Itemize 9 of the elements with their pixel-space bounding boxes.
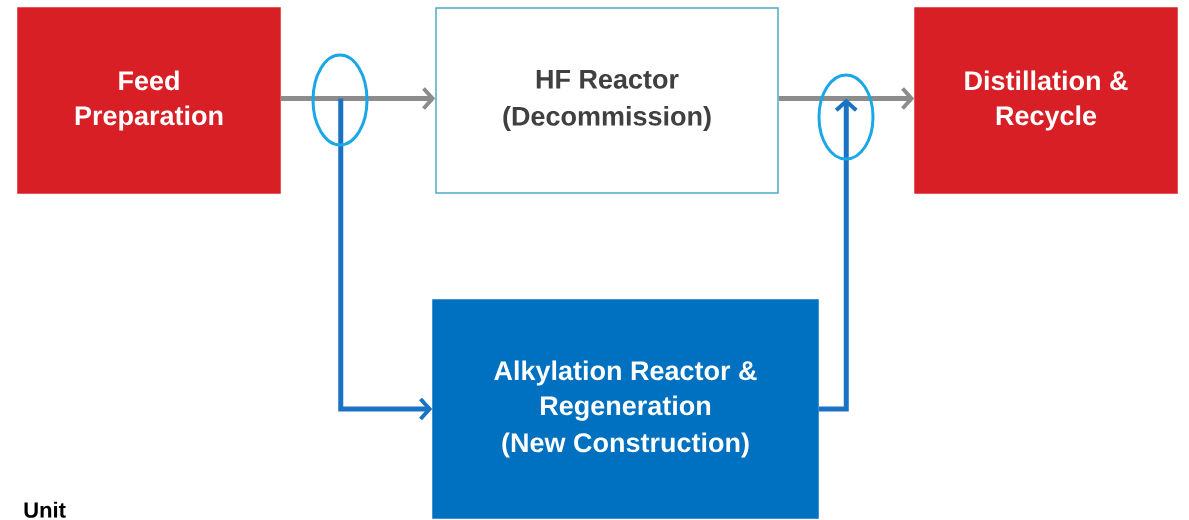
process-box: HF Reactor (Decommission)	[435, 7, 779, 194]
process-box: Distillation & Recycle	[914, 7, 1178, 194]
arrow	[818, 98, 858, 412]
process-box: Alkylation Reactor & Regeneration (New Construction)	[432, 299, 819, 519]
unit-label: Unit	[24, 501, 66, 518]
arrow	[280, 87, 436, 110]
process-box: Feed Preparation	[17, 7, 281, 194]
arrow	[338, 98, 433, 421]
arrow	[778, 87, 915, 110]
